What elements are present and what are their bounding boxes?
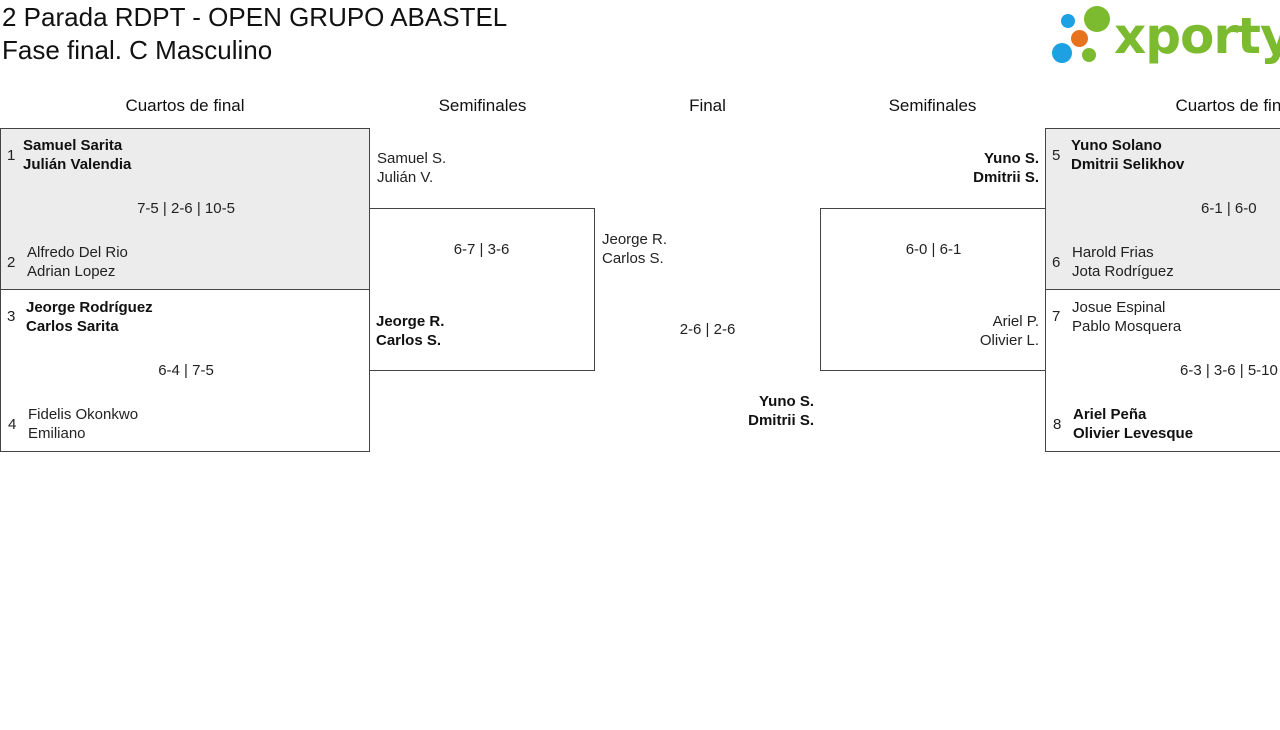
player-name: Dmitrii S. <box>748 412 814 429</box>
seed-number: 1 <box>7 147 16 164</box>
xporty-logo[interactable]: xporty <box>1050 4 1280 68</box>
player-name: Pablo Mosquera <box>1072 318 1182 335</box>
player-name: Jeorge R. <box>376 313 445 330</box>
player-name: Samuel S. <box>377 150 447 167</box>
player-name: Jeorge Rodríguez <box>26 299 153 316</box>
logo-dot-green-icon <box>1084 6 1110 32</box>
player-name: Ariel Peña <box>1073 406 1147 423</box>
round-header-right-semis: Semifinales <box>888 96 977 115</box>
player-name: Harold Frias <box>1072 244 1154 261</box>
round-header-left-semis: Semifinales <box>438 96 527 115</box>
player-name: Carlos Sarita <box>26 318 119 335</box>
round-header-final: Final <box>689 96 726 115</box>
player-name: Carlos S. <box>376 332 442 349</box>
semifinal-left-top-team[interactable]: Samuel S. Julián V. <box>370 140 595 190</box>
semifinal-right-top-team[interactable]: Yuno S. Dmitrii S. <box>820 140 1045 190</box>
page-title: 2 Parada RDPT - OPEN GRUPO ABASTEL <box>2 2 508 32</box>
player-name: Yuno Solano <box>1071 137 1162 154</box>
logo-dot-green2-icon <box>1082 48 1096 62</box>
match-score: 6-0 | 6-1 <box>905 241 962 258</box>
seed-number: 2 <box>7 254 16 271</box>
seed-number: 6 <box>1052 254 1061 271</box>
player-name: Samuel Sarita <box>23 137 123 154</box>
player-name: Dmitrii S. <box>973 169 1039 186</box>
player-name: Jeorge R. <box>602 231 668 248</box>
logo-dot-blue2-icon <box>1052 43 1072 63</box>
player-name: Julián Valendia <box>23 156 132 173</box>
player-name: Fidelis Okonkwo <box>28 406 139 423</box>
player-name: Yuno S. <box>983 150 1039 167</box>
quarterfinal-match-2[interactable]: 3 Jeorge Rodríguez Carlos Sarita 6-4 | 7… <box>0 289 370 452</box>
seed-number: 5 <box>1052 147 1061 164</box>
quarterfinal-match-4[interactable]: 7 Josue Espinal Pablo Mosquera 6-3 | 3-6… <box>1045 289 1280 452</box>
match-score: 6-4 | 7-5 <box>158 362 214 379</box>
quarterfinal-match-3[interactable]: 5 Yuno Solano Dmitrii Selikhov 6-1 | 6-0… <box>1045 128 1280 290</box>
player-name: Olivier L. <box>979 332 1039 349</box>
player-name: Adrian Lopez <box>27 263 116 280</box>
logo-dot-orange-icon <box>1071 30 1088 47</box>
round-header-left-quarters: Cuartos de final <box>125 96 245 115</box>
semifinal-match-left[interactable]: 6-7 | 3-6 Jeorge R. Carlos S. <box>369 208 595 371</box>
player-name: Carlos S. <box>602 250 664 267</box>
player-name: Yuno S. <box>758 393 814 410</box>
player-name: Josue Espinal <box>1072 299 1166 316</box>
page-subtitle: Fase final. C Masculino <box>2 35 273 65</box>
round-header-right-quarters: Cuartos de final <box>1175 96 1280 115</box>
player-name: Olivier Levesque <box>1073 425 1194 442</box>
logo-dot-blue-icon <box>1061 14 1075 28</box>
match-score: 6-1 | 6-0 <box>1201 200 1257 217</box>
player-name: Ariel P. <box>992 313 1039 330</box>
quarterfinal-match-1[interactable]: 1 Samuel Sarita Julián Valendia 7-5 | 2-… <box>0 128 370 290</box>
player-name: Jota Rodríguez <box>1072 263 1174 280</box>
seed-number: 8 <box>1053 416 1062 433</box>
match-score: 6-3 | 3-6 | 5-10 <box>1180 362 1278 379</box>
seed-number: 4 <box>8 416 17 433</box>
seed-number: 3 <box>7 308 16 325</box>
player-name: Alfredo Del Rio <box>27 244 128 261</box>
player-name: Julián V. <box>377 169 434 186</box>
seed-number: 7 <box>1052 308 1061 325</box>
semifinal-match-right[interactable]: 6-0 | 6-1 Ariel P. Olivier L. <box>820 208 1046 371</box>
match-score: 7-5 | 2-6 | 10-5 <box>137 200 235 217</box>
player-name: Dmitrii Selikhov <box>1071 156 1185 173</box>
logo-wordmark: xporty <box>1114 7 1280 65</box>
match-score: 2-6 | 2-6 <box>679 321 736 338</box>
final-match[interactable]: Jeorge R. Carlos S. 2-6 | 2-6 Yuno S. Dm… <box>595 220 820 440</box>
player-name: Emiliano <box>28 425 86 442</box>
match-score: 6-7 | 3-6 <box>453 241 510 258</box>
